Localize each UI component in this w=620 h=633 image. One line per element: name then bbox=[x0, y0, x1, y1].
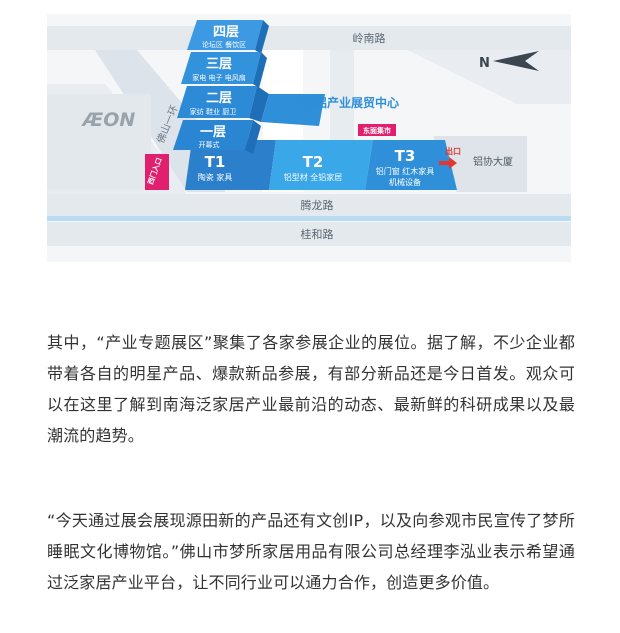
floor-3-subtitle: 家电 电子 电风扇 bbox=[192, 73, 245, 82]
entrance-west-badge bbox=[145, 154, 169, 190]
hall-t1-title: T1 bbox=[205, 153, 226, 171]
hall-t1-subtitle: 陶瓷 家具 bbox=[198, 172, 233, 182]
building-label: 铝协大厦 bbox=[473, 155, 513, 168]
hall-t3-subtitle: 铝门窗 红木家具 bbox=[376, 166, 435, 176]
floor-4-title: 四层 bbox=[213, 25, 239, 40]
entrance-east-badge bbox=[358, 124, 396, 136]
road-label-guihe: 桂和路 bbox=[301, 227, 334, 241]
hall-t2 bbox=[269, 140, 373, 190]
article-paragraph-2: “今天通过展会展现源田新的产品还有文创IP，以及向参观市民宣传了梦所睡眠文化博物… bbox=[47, 511, 575, 592]
road-lingnan bbox=[47, 26, 571, 50]
floor-3-title: 三层 bbox=[206, 57, 232, 72]
floor-1-subtitle: 开幕式 bbox=[199, 140, 220, 149]
hall-t2-subtitle: 铝型材 全铝家居 bbox=[284, 172, 343, 182]
floor-1 bbox=[173, 120, 253, 150]
compass-icon: N bbox=[479, 51, 539, 71]
floor-2-subtitle: 家纺 鞋业 厨卫 bbox=[190, 107, 236, 116]
floor-1-title: 一层 bbox=[200, 125, 226, 140]
floor-4 bbox=[187, 20, 263, 50]
exit-label: 出口 bbox=[445, 146, 461, 156]
building-block bbox=[433, 136, 527, 192]
hall-t3-subtitle-2: 机械设备 bbox=[389, 177, 421, 187]
floor-3 bbox=[181, 52, 261, 84]
svg-text:N: N bbox=[479, 56, 490, 71]
venue-map: 岭南路 ÆON 佛山一环 腾龙路 桂和路 N T1 陶 bbox=[47, 14, 571, 262]
hall-t3-title: T3 bbox=[395, 147, 416, 165]
road-tenglong bbox=[47, 194, 571, 216]
road-label-tenglong: 腾龙路 bbox=[301, 198, 334, 212]
exit-arrow-icon bbox=[439, 157, 457, 169]
entrance-east-label: 东面集市 bbox=[363, 126, 391, 135]
river bbox=[47, 216, 571, 221]
floor-2-title: 二层 bbox=[206, 91, 232, 106]
hall-t3 bbox=[365, 140, 457, 190]
center-name: 全球铝产业展贸中心 bbox=[290, 95, 399, 110]
road-label-lingnan: 岭南路 bbox=[353, 31, 386, 45]
floor-4-subtitle: 论坛区 餐饮区 bbox=[202, 40, 246, 49]
article-paragraph-1: 其中，“产业专题展区”聚集了各家参展企业的展位。据了解，不少企业都带着各自的明星… bbox=[47, 333, 575, 445]
floor-2 bbox=[177, 86, 257, 118]
hall-t2-title: T2 bbox=[303, 153, 324, 171]
aeon-logo: ÆON bbox=[81, 109, 136, 131]
road-guihe bbox=[47, 222, 571, 246]
